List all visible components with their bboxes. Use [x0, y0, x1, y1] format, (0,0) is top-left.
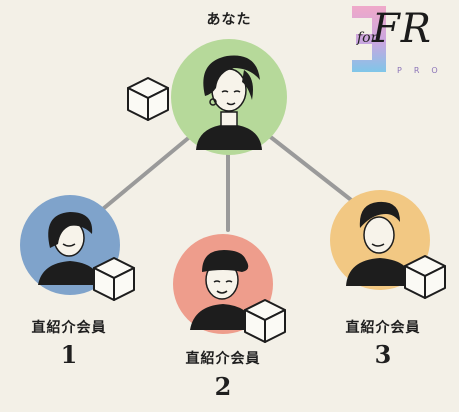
member-2-number: 2: [214, 372, 232, 401]
you-label: あなた: [206, 12, 252, 28]
member-2-label: 直紹介会員: [185, 351, 261, 367]
member-3-number: 3: [374, 340, 392, 369]
box-icon: [93, 257, 135, 301]
member-1-person-illustration: [38, 212, 102, 285]
you-node: [127, 39, 287, 155]
member-1-number: 1: [60, 340, 78, 369]
logo-digit: [352, 6, 386, 72]
member-1-label: 直紹介会員: [31, 320, 107, 336]
member-2-node: [173, 234, 286, 343]
logo-for-text: for: [357, 30, 378, 46]
member-1-node: [20, 195, 135, 301]
member-3-label: 直紹介会員: [345, 320, 421, 336]
you-person-illustration: [196, 55, 262, 150]
logo-pro-text: PRO: [397, 66, 450, 75]
box-icon: [127, 77, 169, 121]
connector-member-3: [266, 133, 357, 205]
box-icon: [404, 255, 446, 299]
connector-member-1: [96, 133, 194, 215]
member-3-person-illustration: [346, 201, 414, 286]
logo-fr-text: FR: [372, 6, 432, 52]
connector-lines: [96, 133, 357, 232]
member-3-node: [330, 190, 446, 299]
member-2-person-illustration: [190, 250, 256, 330]
box-icon: [244, 299, 286, 343]
